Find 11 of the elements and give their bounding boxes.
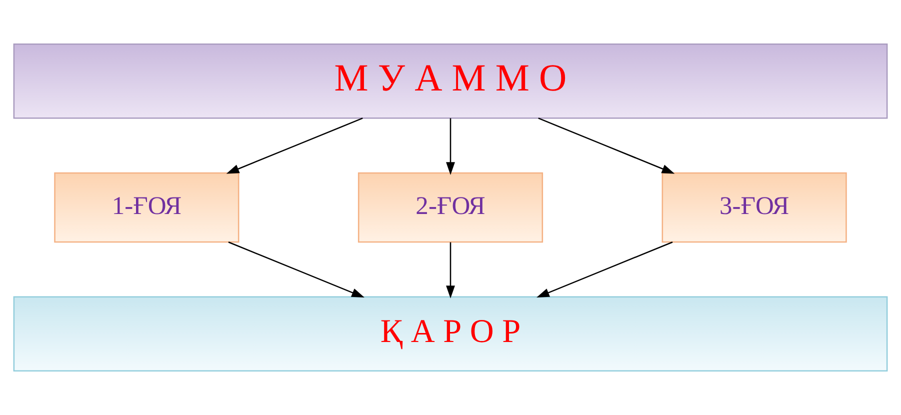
node-box: Қ А Р О Р: [13, 296, 888, 372]
arrow: [538, 118, 675, 174]
node-box: 3-ҒОЯ: [662, 172, 847, 243]
node-box: М У А М М О: [13, 43, 888, 119]
arrow: [536, 242, 673, 298]
arrow: [228, 242, 364, 298]
arrow: [446, 242, 455, 298]
arrow: [446, 118, 455, 175]
arrow: [226, 118, 363, 174]
node-box: 2-ҒОЯ: [358, 172, 544, 243]
node-box: 1-ҒОЯ: [54, 172, 240, 243]
